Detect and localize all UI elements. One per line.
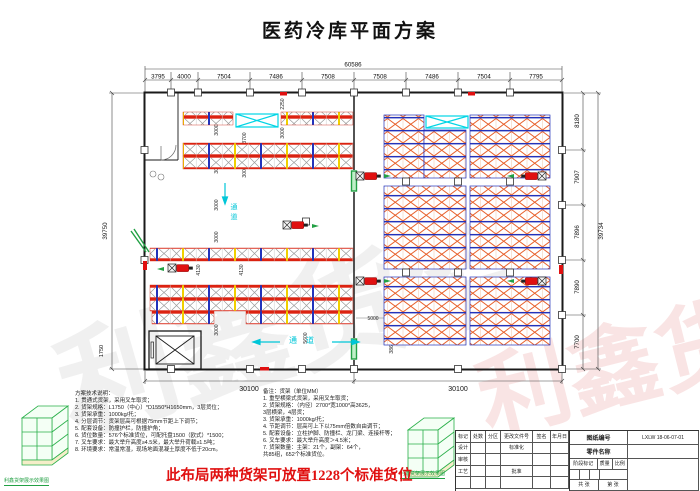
structural-columns (140, 88, 566, 373)
note-line: 6. 货位数量：576个标准货位，可配托盘1500（欧式）*1500； (75, 433, 227, 439)
tb-standard: 标准化 (501, 442, 533, 455)
dim-top-seg: 7508 (321, 74, 335, 81)
note-line: 3层横梁，4层货； (263, 410, 308, 416)
rack-thumbnail-right (406, 417, 456, 478)
inner-dim: 3000 (214, 324, 220, 335)
tb-date: 年月日 (551, 431, 569, 443)
tb-sheet-no: 第 张 (599, 480, 628, 491)
inner-dim: 3000 (214, 231, 220, 242)
dimension-labels: 60586 3795 4000 7504 7486 7508 7508 7486… (99, 62, 605, 394)
inner-dim: 3000 (280, 127, 286, 138)
tb-part-label: 零件名称 (570, 445, 629, 459)
tb-scale: 比例 (612, 459, 628, 470)
dim-right-total: 39734 (598, 222, 605, 240)
dim-top-total: 60586 (344, 62, 362, 69)
title-block-revision-grid: 标记 处数 分区 更改文件号 签名 年月日 设计 标准化 审核 工艺 批准 (456, 431, 570, 491)
tb-craft: 工艺 (456, 465, 471, 478)
dim-top-seg: 7486 (269, 74, 283, 81)
note-line: 4. 节距调节：层高可上下以75mm倍数自由调节； (263, 424, 384, 430)
notes-left-block: 方案技术说明： 1. 贯通式货架，采用叉车取货； 2. 货架规格：L1750（中… (75, 391, 265, 454)
dim-bottom: 30100 (239, 386, 259, 393)
rack-thumbnail-caption: 利鑫货架展示效果图 (400, 471, 446, 479)
tb-sign: 签名 (533, 431, 551, 443)
tb-part-name (628, 445, 699, 459)
aisle-arrows (221, 183, 361, 346)
dim-elevator: 1750 (99, 345, 105, 357)
note-line: 3. 货架承重：1000kg/托； (263, 417, 328, 423)
inner-dim: 5000 (367, 316, 378, 322)
dim-bottom: 30100 (448, 386, 468, 393)
note-line: 5. 配套设备：立柱护脚、防撞栏、龙门梁、连接杆等； (263, 431, 396, 437)
tb-drawing-no: LXLW 18-06-07-01 (628, 431, 699, 445)
dim-right-seg: 7907 (574, 170, 581, 184)
tb-drawing-no-label: 图纸编号 (570, 431, 629, 445)
note-line: 共85组，652个标准货位。 (263, 452, 328, 458)
inner-dim: 3000 (214, 199, 220, 210)
note-line: 4. 分层调节：货架层高可根据75mm节距上下调节； (75, 419, 201, 425)
dim-top-seg: 7504 (217, 74, 231, 81)
note-line: 1. 贯通式货架，采用叉车取货； (75, 398, 153, 404)
dim-top-seg: 4000 (177, 74, 191, 81)
dim-top-seg: 7795 (529, 74, 543, 81)
rack-thumbnail-caption: 利鑫货架展示效果图 (4, 478, 50, 486)
tb-mass: 质量 (597, 459, 613, 470)
tb-name-area (628, 459, 699, 491)
dim-top-seg: 3795 (151, 74, 165, 81)
notes-mid-title: 备注：货架（单位MM） (263, 389, 322, 395)
tb-zone: 分区 (486, 431, 501, 443)
inner-dim: 3000 (214, 124, 220, 135)
note-line: 8. 环境要求：常温常湿，现场地面混凝土厚度不低于20cm。 (75, 447, 222, 453)
rack-thumbnail-left (20, 405, 70, 466)
inner-dim: 3700 (242, 132, 248, 143)
tb-mark: 标记 (456, 431, 471, 443)
dimension-lines (109, 66, 601, 384)
title-block-main: 图纸编号 LXLW 18-06-07-01 零件名称 阶段标记 质量 比例 (570, 431, 699, 491)
dim-right-seg: 8180 (574, 114, 581, 128)
inner-dim: 4130 (196, 264, 202, 275)
dock-leveler-icons (235, 113, 469, 129)
notes-left-title: 方案技术说明： (75, 391, 114, 397)
dim-left-total: 39750 (102, 222, 109, 240)
note-line: 6. 叉车要求：最大举升高度＞4.5米； (263, 438, 354, 444)
note-line: 2. 货架规格：（内径）2700*宽1000*高3625， (263, 403, 374, 409)
inner-dim: 2250 (280, 98, 286, 109)
dim-right-seg: 7700 (574, 335, 581, 349)
note-line: 7. 货架数量：主架：21个，副架：64个， (263, 445, 364, 451)
inner-dim: 3860 (389, 342, 395, 353)
dim-right-seg: 7890 (574, 280, 581, 294)
note-line: 1. 重型横梁式货架，采用叉车取货； (263, 396, 352, 402)
tb-design: 设计 (456, 442, 471, 455)
tb-count: 处数 (471, 431, 486, 443)
dim-right-seg: 7896 (574, 225, 581, 239)
tb-check: 审核 (456, 454, 471, 466)
note-line: 3. 货架承重：1000kg/托； (75, 412, 140, 418)
tb-changefile: 更改文件号 (501, 431, 533, 443)
notes-middle-block: 备注：货架（单位MM） 1. 重型横梁式货架，采用叉车取货； 2. 货架规格：（… (263, 389, 413, 459)
drive-in-racks (383, 114, 551, 346)
green-direction-arrows (157, 174, 514, 283)
tb-approve: 批准 (501, 465, 533, 478)
inner-dim: 4130 (239, 264, 245, 275)
aisle-label-vertical: 通道 (230, 203, 237, 223)
capacity-banner: 此布局两种货架可放置1228个标准货位 (166, 468, 413, 484)
note-line: 2. 货架规格：L1750（中心）*D1550*H1650mm，3层货位； (75, 405, 223, 411)
beam-racks (149, 111, 354, 325)
inner-dim: 3000 (242, 166, 248, 177)
red-wall-marks (143, 92, 563, 371)
aisle-label-horizontal: 通道 (289, 336, 323, 345)
elevator (148, 330, 202, 370)
dim-top-seg: 7504 (477, 74, 491, 81)
green-doors (130, 170, 358, 360)
dim-top-seg: 7508 (373, 74, 387, 81)
dim-top-seg: 7486 (425, 74, 439, 81)
inner-dim: 5600 (303, 332, 309, 343)
drawing-title: 医药冷库平面方案 (261, 21, 438, 42)
note-line: 5. 配套设备：防撞护栏，防撞护角； (75, 426, 164, 432)
tb-stage: 阶段标记 (570, 459, 598, 470)
note-line: 7. 叉车要求：最大举升高度≥4.5米，最大举升荷载≥1.5吨； (75, 440, 218, 446)
title-block: 标记 处数 分区 更改文件号 签名 年月日 设计 标准化 审核 工艺 批准 (455, 430, 699, 491)
tb-sheets-total: 共 张 (570, 480, 599, 491)
